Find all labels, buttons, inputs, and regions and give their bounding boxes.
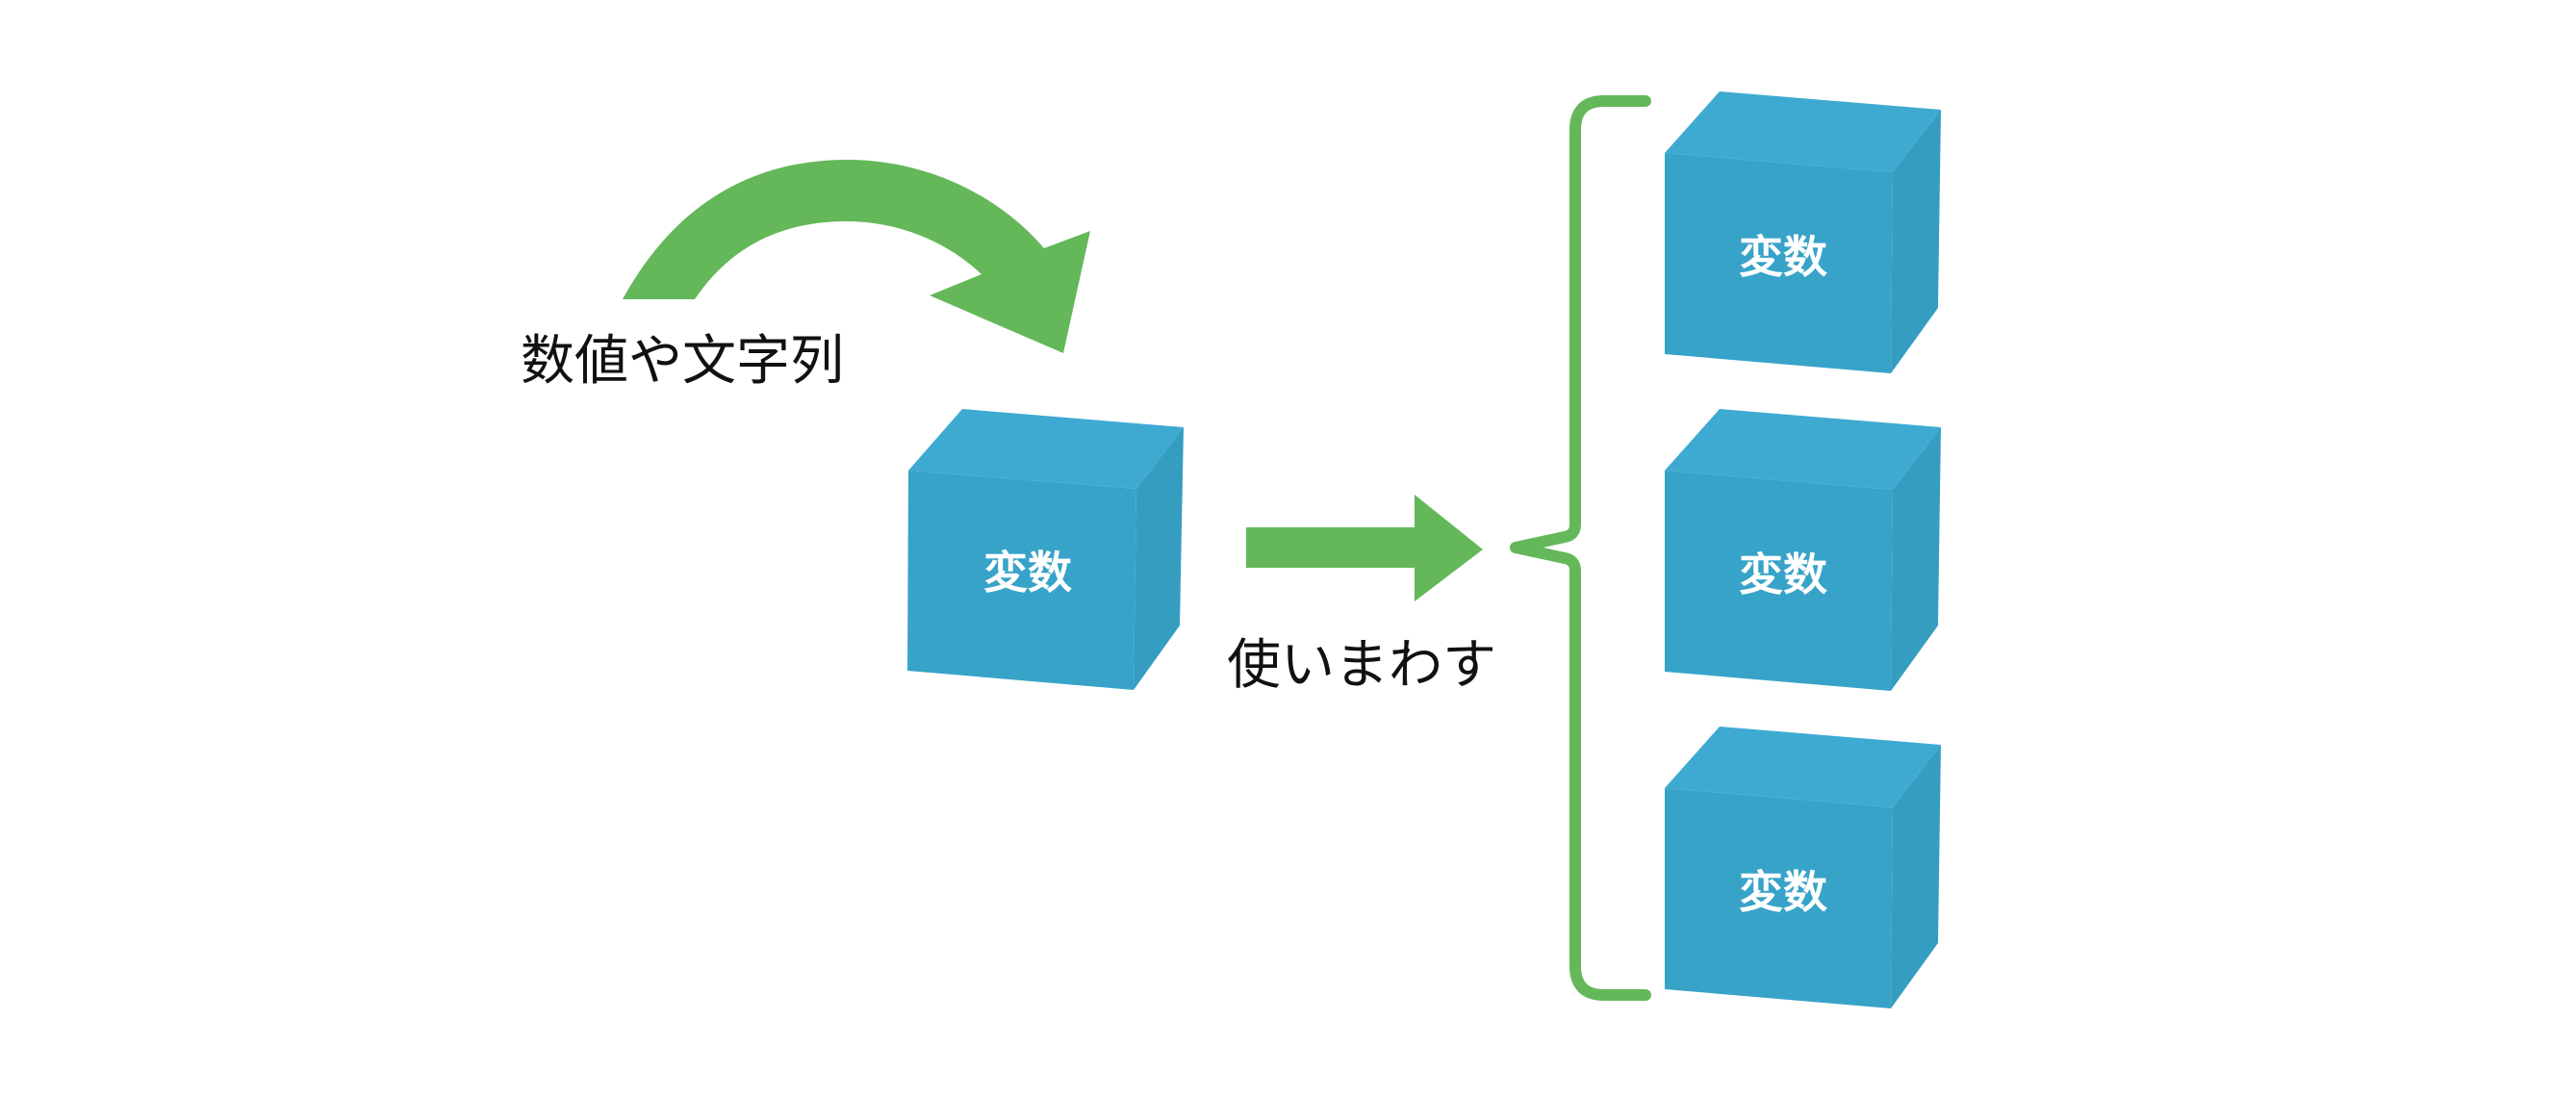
curved-arrow-icon	[623, 160, 1090, 353]
cube-front-face	[1665, 471, 1893, 691]
right-arrow-icon	[1246, 495, 1483, 601]
cube-side-face	[1891, 427, 1941, 691]
source-variable-cube: 変数	[907, 409, 1184, 690]
reused-variable-cube: 変数	[1665, 91, 1941, 373]
cube-front-face	[1665, 153, 1893, 373]
reused-variable-label: 変数	[1739, 866, 1827, 918]
cube-side-face	[1891, 110, 1941, 373]
reused-variable-label: 変数	[1739, 548, 1827, 600]
reuse-label: 使いまわす	[1227, 634, 1496, 697]
cube-side-face	[1891, 745, 1941, 1008]
cube-front-face	[1665, 788, 1893, 1008]
input-label: 数値や文字列	[521, 330, 844, 393]
cube-top-face	[908, 409, 1184, 489]
reused-variable-cube: 変数	[1665, 727, 1941, 1008]
left-curly-brace	[1510, 95, 1651, 1001]
cube-top-face	[1665, 727, 1941, 807]
reused-variable-label: 変数	[1739, 231, 1827, 283]
cube-top-face	[1665, 409, 1941, 490]
reused-variable-cube: 変数	[1665, 409, 1941, 691]
cube-side-face	[1134, 427, 1184, 690]
cube-top-face	[1665, 91, 1941, 172]
cube-front-face	[907, 471, 1136, 690]
source-variable-label: 変数	[983, 547, 1072, 599]
